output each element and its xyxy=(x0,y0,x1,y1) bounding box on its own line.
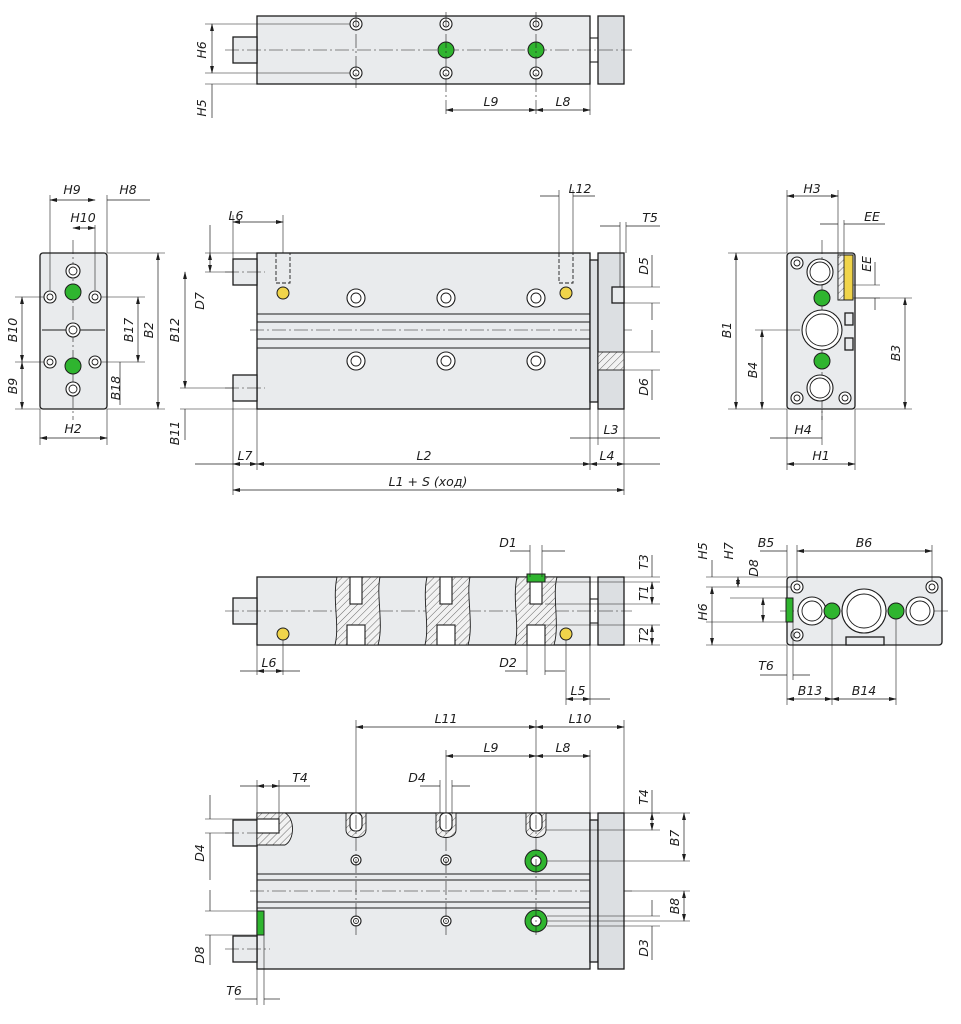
front-body xyxy=(256,252,591,410)
label-b10: B10 xyxy=(5,318,20,343)
label-l2: L2 xyxy=(417,448,432,463)
label-b9: B9 xyxy=(5,378,20,395)
label-d3: D3 xyxy=(636,939,651,957)
small-end-bores xyxy=(790,580,939,642)
right-end-view: H3 EE EE B1 B4 B3 H4 H1 xyxy=(719,181,912,470)
left-end-port-green-2 xyxy=(64,357,82,375)
label-l6: L6 xyxy=(229,208,244,223)
label-l9: L9 xyxy=(484,94,499,109)
label-l9-bottom: L9 xyxy=(484,740,499,755)
label-d8-small: D8 xyxy=(746,559,761,577)
bottom-port-green-left xyxy=(256,910,265,936)
label-d5: D5 xyxy=(636,257,651,275)
section-port-yellow-2 xyxy=(559,627,573,641)
label-l11: L11 xyxy=(435,711,458,726)
label-h6-small: H6 xyxy=(695,603,710,620)
label-b3: B3 xyxy=(888,345,903,362)
label-ee-side: EE xyxy=(859,256,874,272)
label-t5: T5 xyxy=(642,210,658,225)
label-h9: H9 xyxy=(63,182,80,197)
front-view: L6 L12 T5 D5 D7 B12 B11 D6 L3 L4 L7 L2 L… xyxy=(167,181,660,495)
label-l10: L10 xyxy=(569,711,592,726)
front-holes xyxy=(346,288,546,371)
small-end-port-green xyxy=(785,597,794,623)
right-end-bores xyxy=(790,256,852,405)
label-t1: T1 xyxy=(636,585,651,601)
label-b13: B13 xyxy=(798,683,823,698)
bottom-view: L11 L10 L9 L8 T4 D4 T4 B7 D4 B8 D8 D3 T6 xyxy=(192,711,690,1005)
label-l7: L7 xyxy=(238,448,253,463)
label-b2: B2 xyxy=(141,322,156,339)
label-h8: H8 xyxy=(119,182,136,197)
label-l12: L12 xyxy=(569,181,592,196)
label-h7: H7 xyxy=(721,542,736,559)
section-port-green xyxy=(526,573,546,583)
label-b8: B8 xyxy=(667,898,682,915)
label-l1: L1 + S (ход) xyxy=(389,474,468,489)
label-d2: D2 xyxy=(499,655,517,670)
label-d1: D1 xyxy=(499,535,517,550)
label-l5: L5 xyxy=(571,683,586,698)
label-h2: H2 xyxy=(64,421,81,436)
label-t3: T3 xyxy=(636,554,651,570)
label-t2: T2 xyxy=(636,627,651,643)
label-b12: B12 xyxy=(167,318,182,343)
label-t4-left: T4 xyxy=(292,770,308,785)
label-b6: B6 xyxy=(856,535,873,550)
label-t4-right: T4 xyxy=(636,789,651,805)
front-end-plate xyxy=(597,252,625,410)
left-end-view: H9 H8 H10 B10 B9 B17 B18 B2 H2 xyxy=(5,182,165,445)
left-end-holes xyxy=(43,263,102,397)
label-h5-small: H5 xyxy=(695,542,710,559)
label-d4-side: D4 xyxy=(192,844,207,862)
label-d6: D6 xyxy=(636,378,651,396)
label-l8-bottom: L8 xyxy=(556,740,571,755)
label-h10: H10 xyxy=(70,210,95,225)
small-end-view: H5 H7 B5 B6 D8 H6 T6 B13 B14 xyxy=(695,535,950,705)
label-l4: L4 xyxy=(600,448,615,463)
label-b11: B11 xyxy=(167,421,182,445)
bottom-end-plate xyxy=(597,812,625,970)
section-port-yellow-1 xyxy=(276,627,290,641)
label-ee-top: EE xyxy=(864,209,880,224)
label-d7: D7 xyxy=(192,292,207,310)
section-view: D1 T3 T1 T2 D2 L6 L5 xyxy=(225,535,660,705)
label-b5: B5 xyxy=(758,535,775,550)
label-d8-bottom: D8 xyxy=(192,946,207,964)
label-b7: B7 xyxy=(667,830,682,847)
label-b4: B4 xyxy=(745,362,760,379)
top-view: H6 H5 L9 L8 xyxy=(194,12,632,118)
section-hatch-2 xyxy=(424,576,471,646)
small-end-port-green-2 xyxy=(887,602,905,620)
label-l8: L8 xyxy=(556,94,571,109)
front-port-yellow-2 xyxy=(559,286,573,300)
label-b14: B14 xyxy=(852,683,877,698)
right-end-port-green-1 xyxy=(813,289,831,307)
label-b17: B17 xyxy=(121,318,136,343)
label-t6-small: T6 xyxy=(758,658,774,673)
left-end-port-green-1 xyxy=(64,283,82,301)
label-h1: H1 xyxy=(812,448,829,463)
label-b18: B18 xyxy=(108,376,123,401)
section-hatch-3 xyxy=(514,573,558,646)
section-hatch-1 xyxy=(334,576,381,646)
label-d4-top: D4 xyxy=(408,770,426,785)
front-port-yellow-1 xyxy=(276,286,290,300)
label-h4: H4 xyxy=(794,422,811,437)
label-l6-section: L6 xyxy=(262,655,277,670)
label-h5: H5 xyxy=(194,99,209,116)
label-b1: B1 xyxy=(719,322,734,339)
right-end-port-green-2 xyxy=(813,352,831,370)
label-l3: L3 xyxy=(604,422,619,437)
label-h3: H3 xyxy=(803,181,820,196)
small-end-port-green-1 xyxy=(823,602,841,620)
label-t6-bottom: T6 xyxy=(226,983,242,998)
label-h6: H6 xyxy=(194,41,209,58)
